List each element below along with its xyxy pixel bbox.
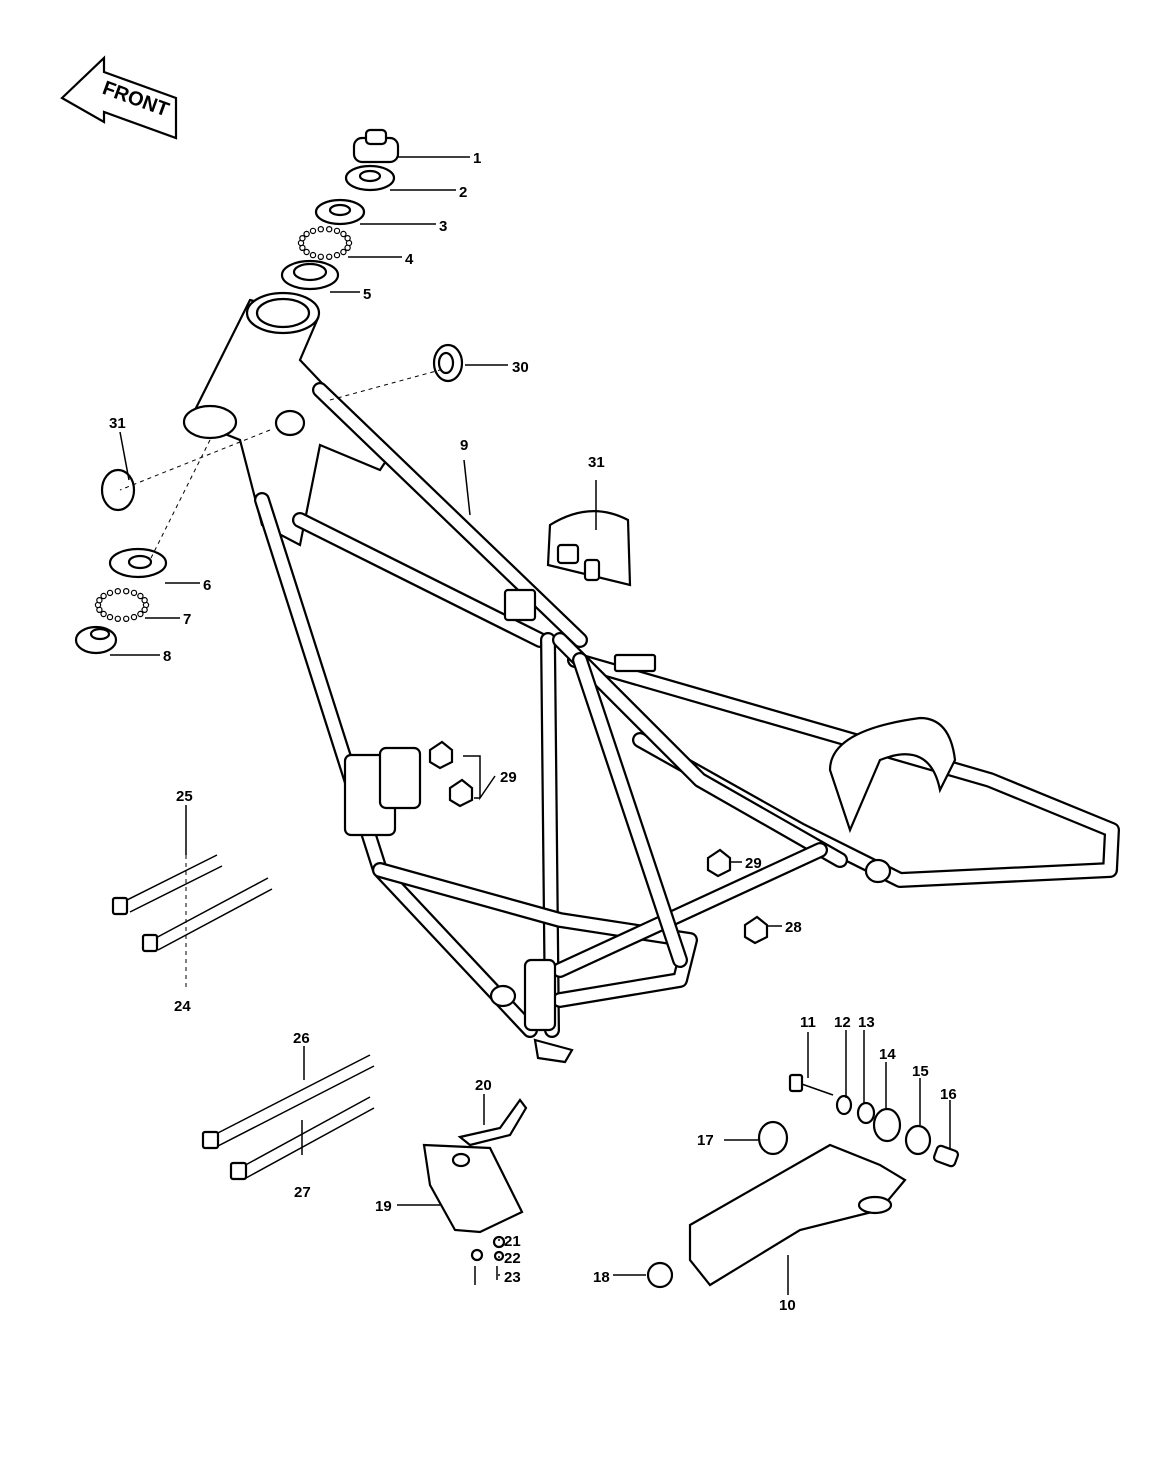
steel-ball <box>141 597 148 604</box>
frame-cap <box>100 468 136 512</box>
upper-outer-race <box>280 259 340 291</box>
steel-ball <box>340 248 347 256</box>
frame <box>182 291 1120 1064</box>
callout-21: 21 <box>504 1233 521 1250</box>
steel-ball <box>130 613 138 621</box>
steel-ball <box>344 234 351 242</box>
callout-17: 17 <box>697 1132 714 1149</box>
steel-ball <box>333 251 341 259</box>
callout-13: 13 <box>858 1014 875 1031</box>
callout-8: 8 <box>163 648 171 665</box>
nuts-29 <box>428 740 732 878</box>
chain-guard <box>688 1143 907 1287</box>
steel-ball <box>340 230 347 238</box>
leader-lines <box>110 156 951 1295</box>
lower-steel-balls <box>94 588 150 623</box>
steel-ball <box>100 610 107 618</box>
upper-steel-balls <box>297 225 353 260</box>
steel-ball <box>326 225 333 233</box>
upper-ball-race <box>314 198 366 226</box>
rear-parts <box>646 1073 960 1289</box>
steel-ball <box>303 248 310 256</box>
steel-ball <box>344 244 351 251</box>
callout-27: 27 <box>294 1184 311 1201</box>
frame-cover <box>546 510 632 587</box>
callout-22: 22 <box>504 1250 521 1267</box>
steel-ball <box>122 588 130 595</box>
callout-26: 26 <box>293 1030 310 1047</box>
callout-4: 4 <box>405 251 414 268</box>
steel-ball <box>96 597 103 604</box>
steel-ball <box>317 253 324 260</box>
callout-23: 23 <box>504 1269 521 1286</box>
callout-25: 25 <box>176 788 193 805</box>
front-arrow: FRONT <box>60 55 178 140</box>
headlight-grommet <box>432 343 464 383</box>
nut-28 <box>743 915 769 945</box>
callout-12: 12 <box>834 1014 851 1031</box>
callout-6: 6 <box>203 577 211 594</box>
steering-stem-washer <box>344 164 396 192</box>
callout-31-left: 31 <box>109 415 126 432</box>
steel-ball <box>333 227 341 235</box>
callout-16: 16 <box>940 1086 957 1103</box>
callout-2: 2 <box>459 184 467 201</box>
callout-30: 30 <box>512 359 529 376</box>
steel-ball <box>309 227 317 235</box>
steel-ball <box>106 589 114 597</box>
steel-ball <box>114 615 122 623</box>
steel-ball <box>114 588 122 595</box>
callout-14: 14 <box>879 1046 896 1063</box>
callout-24: 24 <box>174 998 191 1015</box>
engine-mount-bolts <box>111 854 273 953</box>
steel-ball <box>303 230 310 238</box>
callout-9: 9 <box>460 437 468 454</box>
steel-ball <box>141 606 148 614</box>
callout-3: 3 <box>439 218 447 235</box>
steel-ball <box>106 613 114 621</box>
callout-7: 7 <box>183 611 191 628</box>
callout-20: 20 <box>475 1077 492 1094</box>
steel-ball <box>299 234 306 242</box>
callout-19: 19 <box>375 1198 392 1215</box>
steel-ball <box>309 251 317 259</box>
callout-28: 28 <box>785 919 802 936</box>
steel-ball <box>137 610 144 618</box>
callout-10: 10 <box>779 1297 796 1314</box>
callout-29-upper: 29 <box>500 769 517 786</box>
steel-ball <box>326 253 333 260</box>
bracket-19 <box>422 1098 528 1285</box>
long-bolts <box>201 1054 375 1181</box>
steel-ball <box>130 589 138 597</box>
callout-18: 18 <box>593 1269 610 1286</box>
steel-ball <box>317 225 324 233</box>
steel-ball <box>137 592 144 600</box>
callout-labels: 1 2 3 4 5 30 31 9 31 6 7 8 29 25 29 28 2… <box>109 150 957 1314</box>
callout-5: 5 <box>363 286 371 303</box>
callout-29-lower: 29 <box>745 855 762 872</box>
lower-outer-race <box>74 625 118 655</box>
callout-31-right: 31 <box>588 454 605 471</box>
callout-1: 1 <box>473 150 481 167</box>
steel-ball <box>100 592 107 600</box>
lower-ball-race <box>108 547 168 579</box>
steel-ball <box>122 615 130 623</box>
steering-stem-nut <box>352 128 400 164</box>
callout-11: 11 <box>800 1014 816 1031</box>
callout-15: 15 <box>912 1063 929 1080</box>
